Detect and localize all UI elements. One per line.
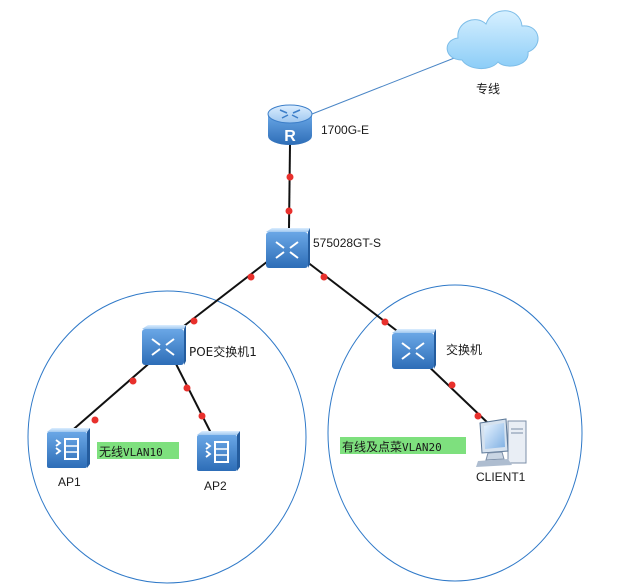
router-glyph: R: [284, 128, 296, 145]
router-label: 1700G-E: [321, 123, 370, 137]
port-dot: [448, 381, 456, 389]
link-router-cloud: [311, 54, 463, 115]
port-dots: [91, 173, 482, 424]
port-dot: [474, 412, 482, 420]
poe-switch-label: POE交换机1: [189, 345, 257, 359]
port-dot: [247, 273, 255, 281]
access-switch-icon: [392, 329, 436, 369]
port-dot: [381, 318, 389, 326]
ap1-icon: [47, 428, 90, 468]
link-poe-ap2: [173, 359, 214, 438]
ap2-label: AP2: [204, 479, 227, 493]
cloud-icon: [446, 10, 539, 69]
poe-switch-icon: [142, 325, 186, 365]
port-dot: [198, 412, 206, 420]
vlan20-tag-vlan: VLAN20: [402, 441, 442, 454]
port-dot: [320, 273, 328, 281]
link-router-core: [288, 144, 291, 229]
vlan10-tag: 无线VLAN10: [99, 443, 163, 460]
wireless-group-ellipse: [27, 290, 307, 584]
port-dot: [183, 384, 191, 392]
vlan20-tag: 有线及点菜VLAN20: [342, 438, 442, 455]
vlan10-tag-vlan: VLAN10: [123, 446, 163, 459]
ap2-icon: [197, 431, 240, 471]
router-icon: R: [267, 104, 313, 145]
vlan20-tag-prefix: 有线及点菜: [342, 440, 403, 454]
link-poe-ap1: [67, 359, 154, 435]
port-dot: [286, 173, 294, 181]
ap1-label: AP1: [58, 475, 81, 489]
link-core-poe: [170, 257, 273, 337]
client1-label: CLIENT1: [476, 470, 526, 484]
port-dot: [91, 416, 99, 424]
core-switch-label: 575028GT-S: [313, 236, 382, 250]
port-dot: [285, 207, 293, 215]
client1-computer-icon: [476, 418, 527, 467]
wired-group-ellipse: [327, 284, 583, 582]
core-switch-icon: [266, 228, 310, 268]
vlan10-tag-bg: [97, 442, 179, 459]
access-switch-label: 交换机: [446, 343, 483, 357]
cloud-label: 专线: [476, 82, 501, 96]
vlan10-tag-prefix: 无线: [99, 445, 124, 459]
port-dot: [190, 317, 198, 325]
port-dot: [129, 377, 137, 385]
vlan20-tag-bg: [340, 437, 466, 454]
link-core-switch: [301, 257, 406, 338]
